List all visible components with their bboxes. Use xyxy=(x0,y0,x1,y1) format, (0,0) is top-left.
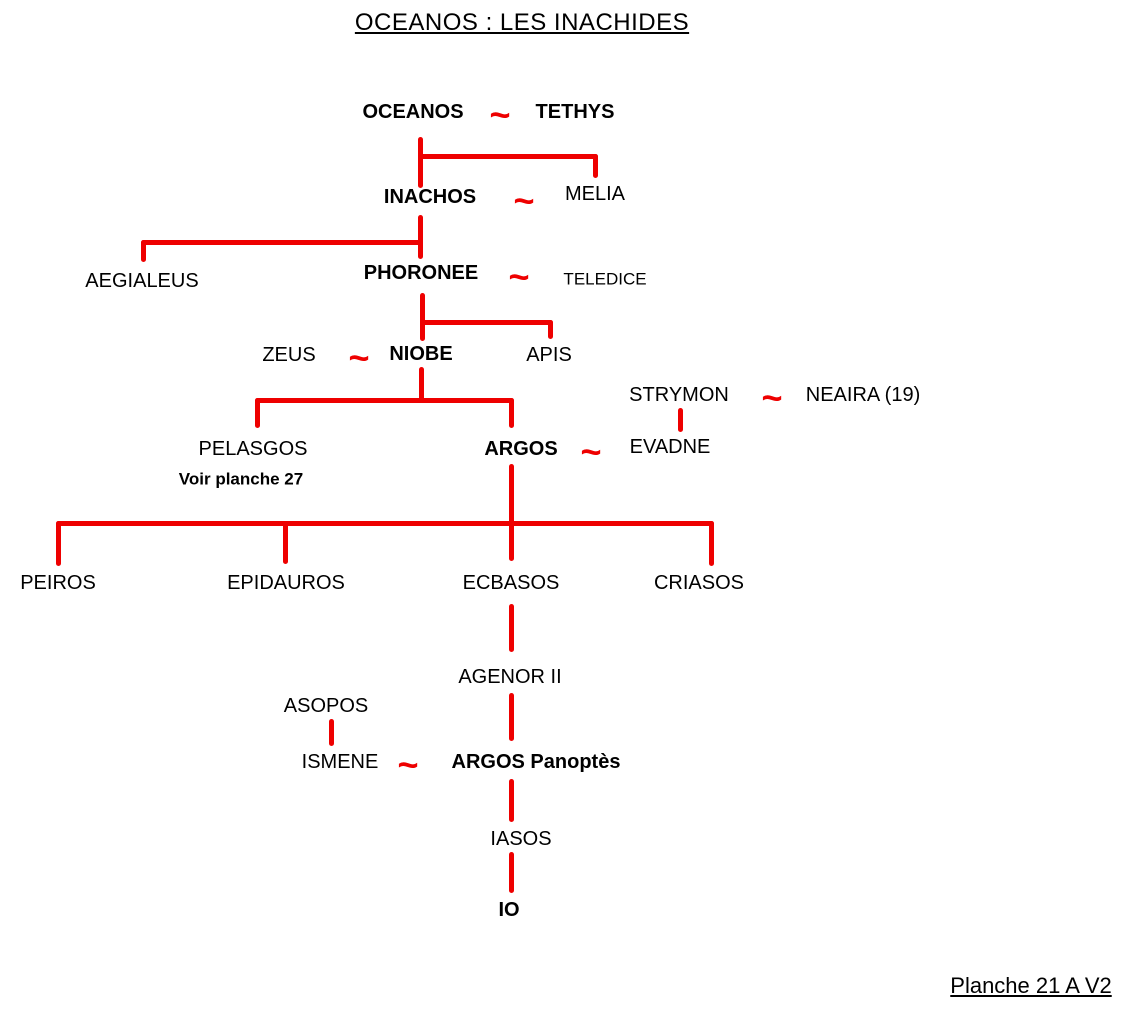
connector-oceanos-branch xyxy=(418,154,598,159)
connector-asopos-ismene xyxy=(329,719,334,746)
person-asopos: ASOPOS xyxy=(283,695,369,717)
person-io: IO xyxy=(498,899,520,921)
union-tilde-icon: ~ xyxy=(489,94,511,135)
person-criasos: CRIASOS xyxy=(653,572,745,594)
connector-niobe-branch xyxy=(255,398,514,403)
connector-argos-branch xyxy=(56,521,714,526)
connector-phoronee-branch xyxy=(420,320,553,325)
connector-peiros-drop xyxy=(56,521,61,566)
person-ecbasos: ECBASOS xyxy=(462,572,560,594)
person-argos: ARGOS xyxy=(484,438,558,460)
connector-ecbasos-agenor xyxy=(509,604,514,652)
union-tilde-icon: ~ xyxy=(580,431,602,472)
person-ismene: ISMENE xyxy=(301,751,379,773)
person-neaira: NEAIRA (19) xyxy=(805,384,921,406)
connector-melia-drop xyxy=(593,154,598,178)
connector-aegialeus-drop xyxy=(141,240,146,262)
connector-phoronee-down xyxy=(420,293,425,341)
connector-oceanos-down xyxy=(418,137,423,188)
person-argos-panoptes: ARGOS Panoptès xyxy=(451,751,621,773)
union-tilde-icon: ~ xyxy=(761,377,783,418)
person-teledice: TELEDICE xyxy=(563,269,647,289)
connector-argospanoptes-iasos xyxy=(509,779,514,822)
union-tilde-icon: ~ xyxy=(348,337,370,378)
connector-inachos-down xyxy=(418,215,423,259)
union-tilde-icon: ~ xyxy=(397,744,419,785)
connector-argos-down xyxy=(509,464,514,561)
page-title: OCEANOS : LES INACHIDES xyxy=(354,9,690,36)
connector-epidauros-drop xyxy=(283,521,288,564)
person-pelasgos: PELASGOS xyxy=(198,438,308,460)
person-apis: APIS xyxy=(526,344,572,366)
person-inachos: INACHOS xyxy=(383,186,477,208)
person-melia: MELIA xyxy=(564,183,626,205)
person-oceanos: OCEANOS xyxy=(362,101,464,123)
connector-inachos-branch xyxy=(141,240,423,245)
connector-pelasgos-drop xyxy=(255,398,260,428)
connector-iasos-io xyxy=(509,852,514,893)
person-strymon: STRYMON xyxy=(629,384,729,406)
person-agenor-ii: AGENOR II xyxy=(458,666,562,688)
connector-apis-drop xyxy=(548,320,553,339)
person-peiros: PEIROS xyxy=(20,572,96,594)
connector-strymon-evadne xyxy=(678,408,683,432)
connector-agenor-argospanoptes xyxy=(509,693,514,741)
person-zeus: ZEUS xyxy=(262,344,316,366)
person-aegialeus: AEGIALEUS xyxy=(85,270,199,292)
connector-niobe-down xyxy=(419,367,424,403)
connector-criasos-drop xyxy=(709,521,714,566)
connector-argos-drop xyxy=(509,398,514,428)
person-niobe: NIOBE xyxy=(389,343,453,365)
person-tethys: TETHYS xyxy=(535,101,615,123)
person-iasos: IASOS xyxy=(490,828,552,850)
person-phoronee: PHORONEE xyxy=(363,262,479,284)
union-tilde-icon: ~ xyxy=(508,256,530,297)
union-tilde-icon: ~ xyxy=(513,180,535,221)
person-epidauros: EPIDAUROS xyxy=(227,572,345,594)
person-evadne: EVADNE xyxy=(629,436,711,458)
person-pelasgos-note: Voir planche 27 xyxy=(178,469,304,489)
plate-label: Planche 21 A V2 xyxy=(950,973,1112,998)
